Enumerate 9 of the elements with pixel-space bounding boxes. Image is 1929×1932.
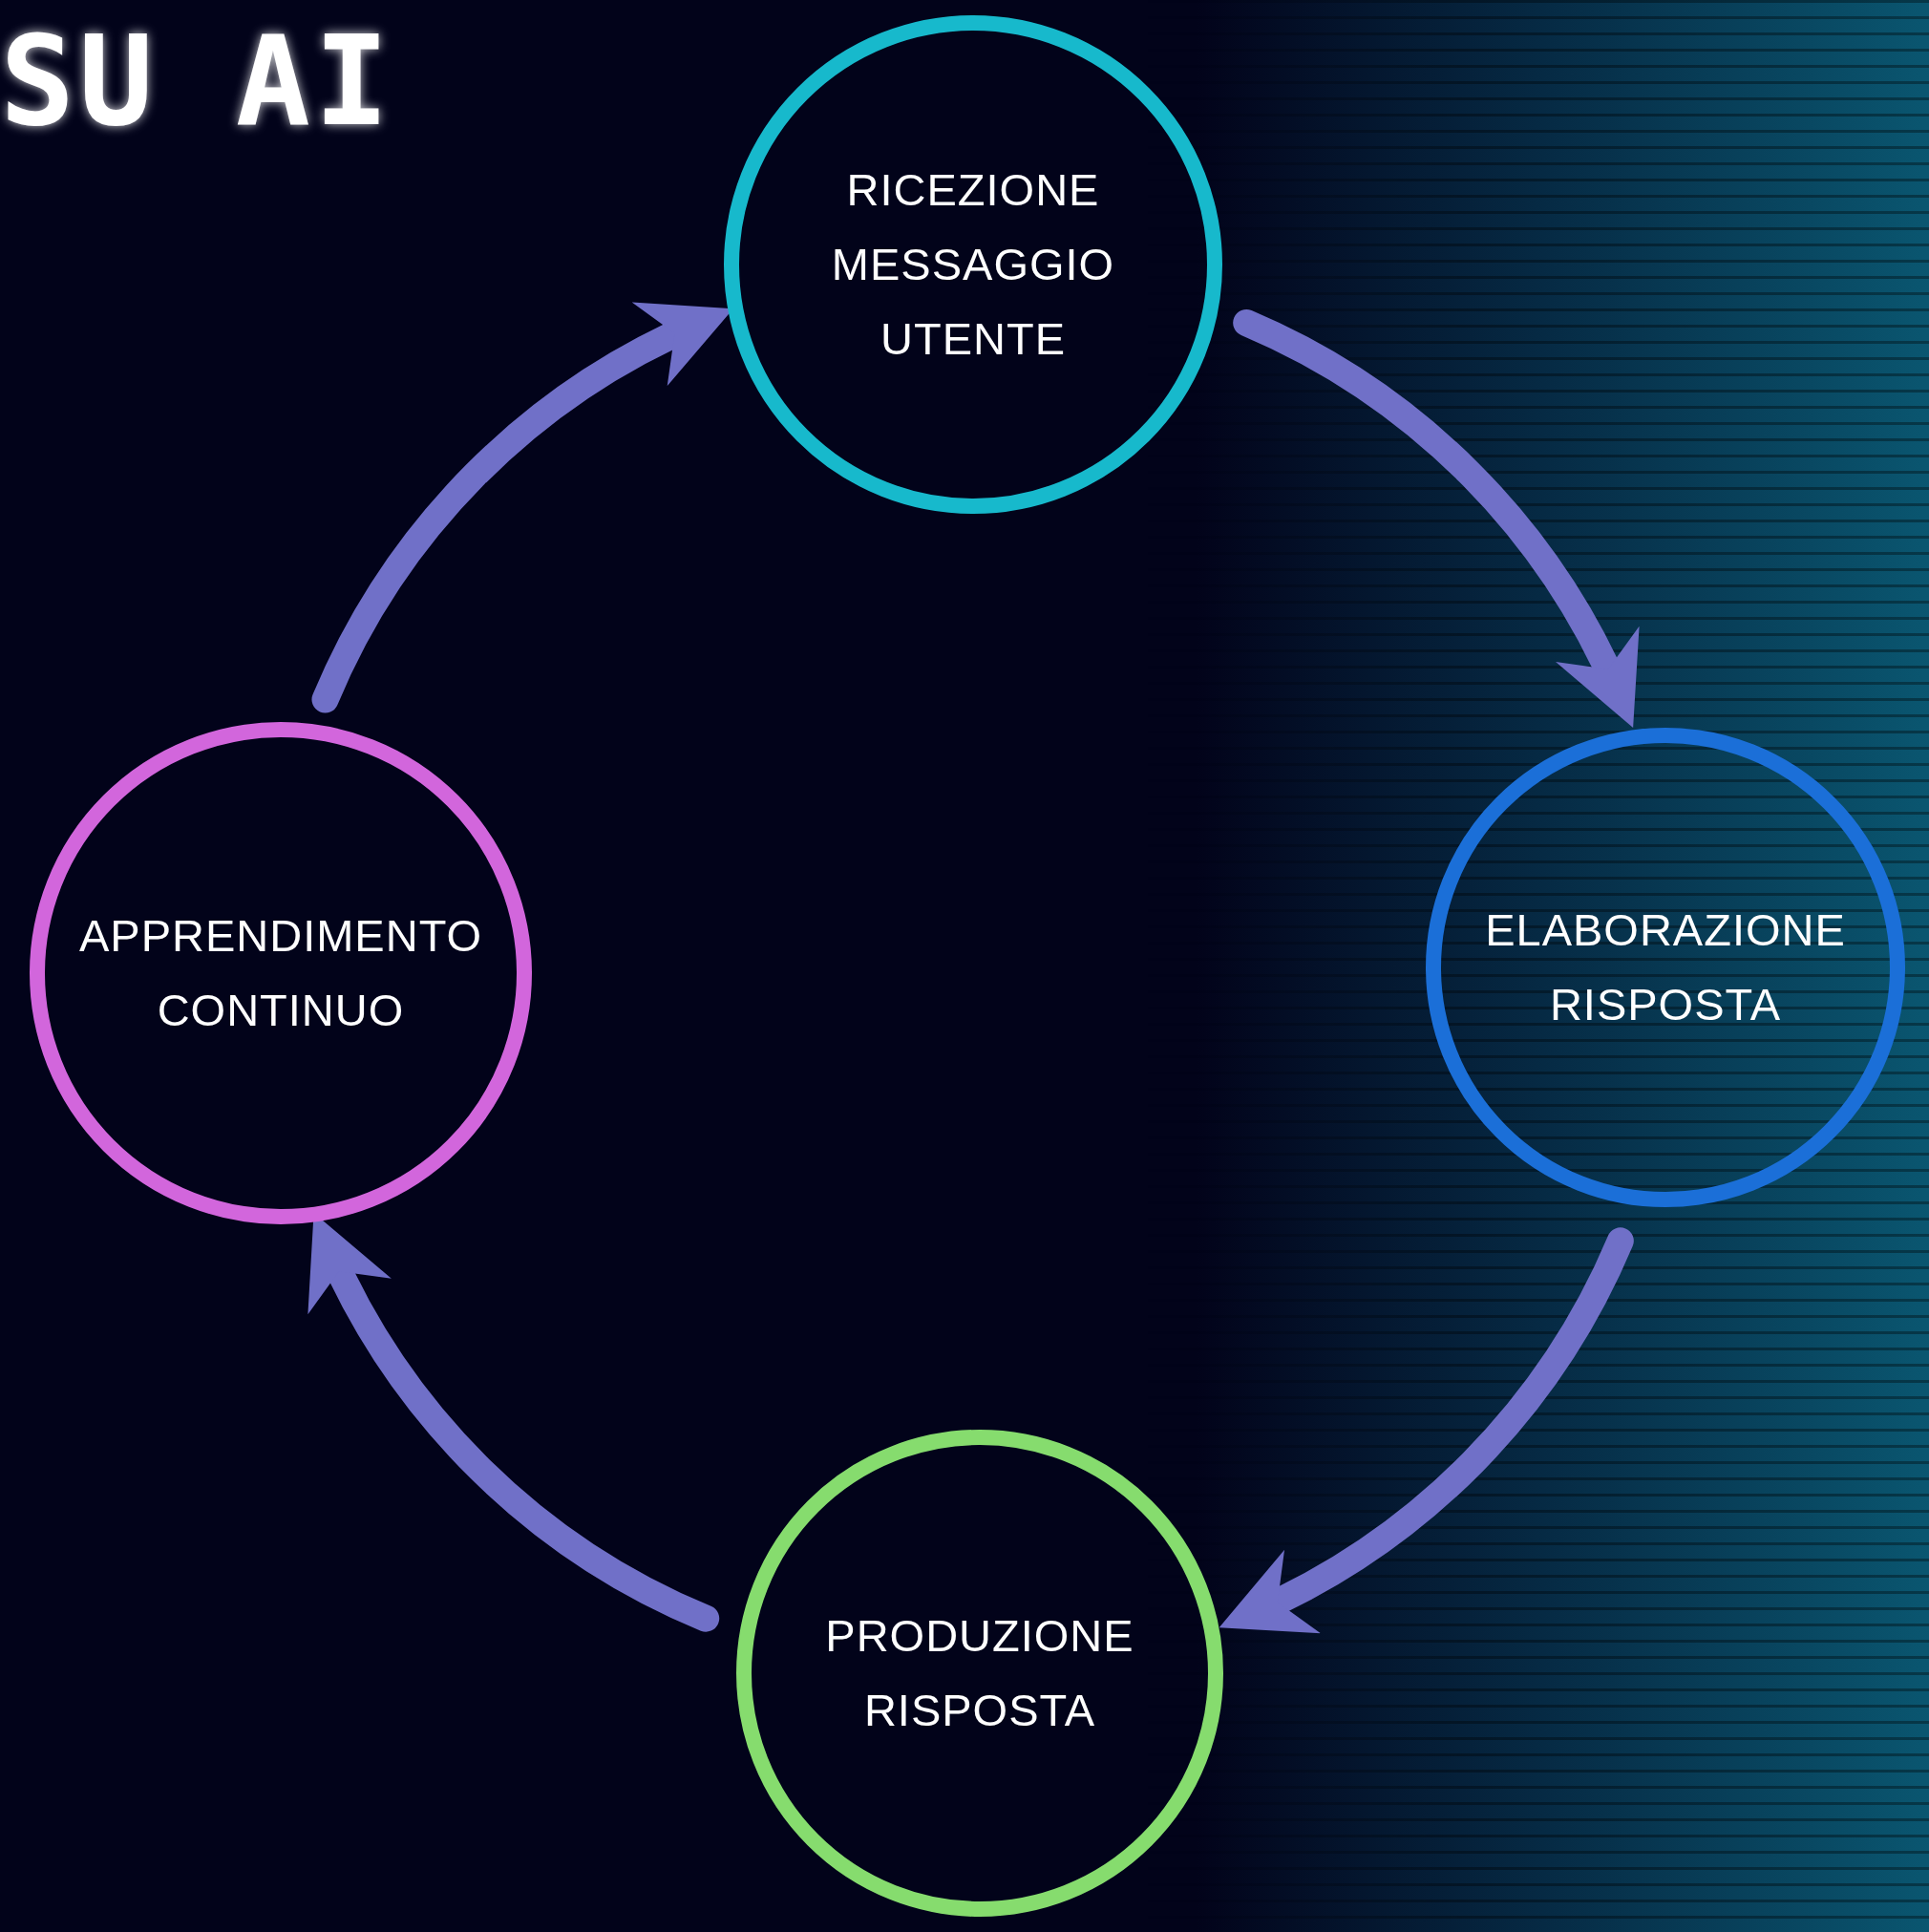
circle-node <box>29 721 533 1225</box>
node-label: APPRENDIMENTO CONTINUO <box>77 909 484 1037</box>
node-label: PRODUZIONE RISPOSTA <box>824 1609 1135 1737</box>
circle-node <box>1425 727 1906 1208</box>
circle-node <box>723 14 1223 515</box>
node-label: ELABORAZIONE RISPOSTA <box>1484 903 1847 1031</box>
node-label: RICEZIONE MESSAGGIO UTENTE <box>830 163 1116 366</box>
title: SU AI <box>0 19 393 143</box>
circle-node <box>735 1429 1224 1918</box>
